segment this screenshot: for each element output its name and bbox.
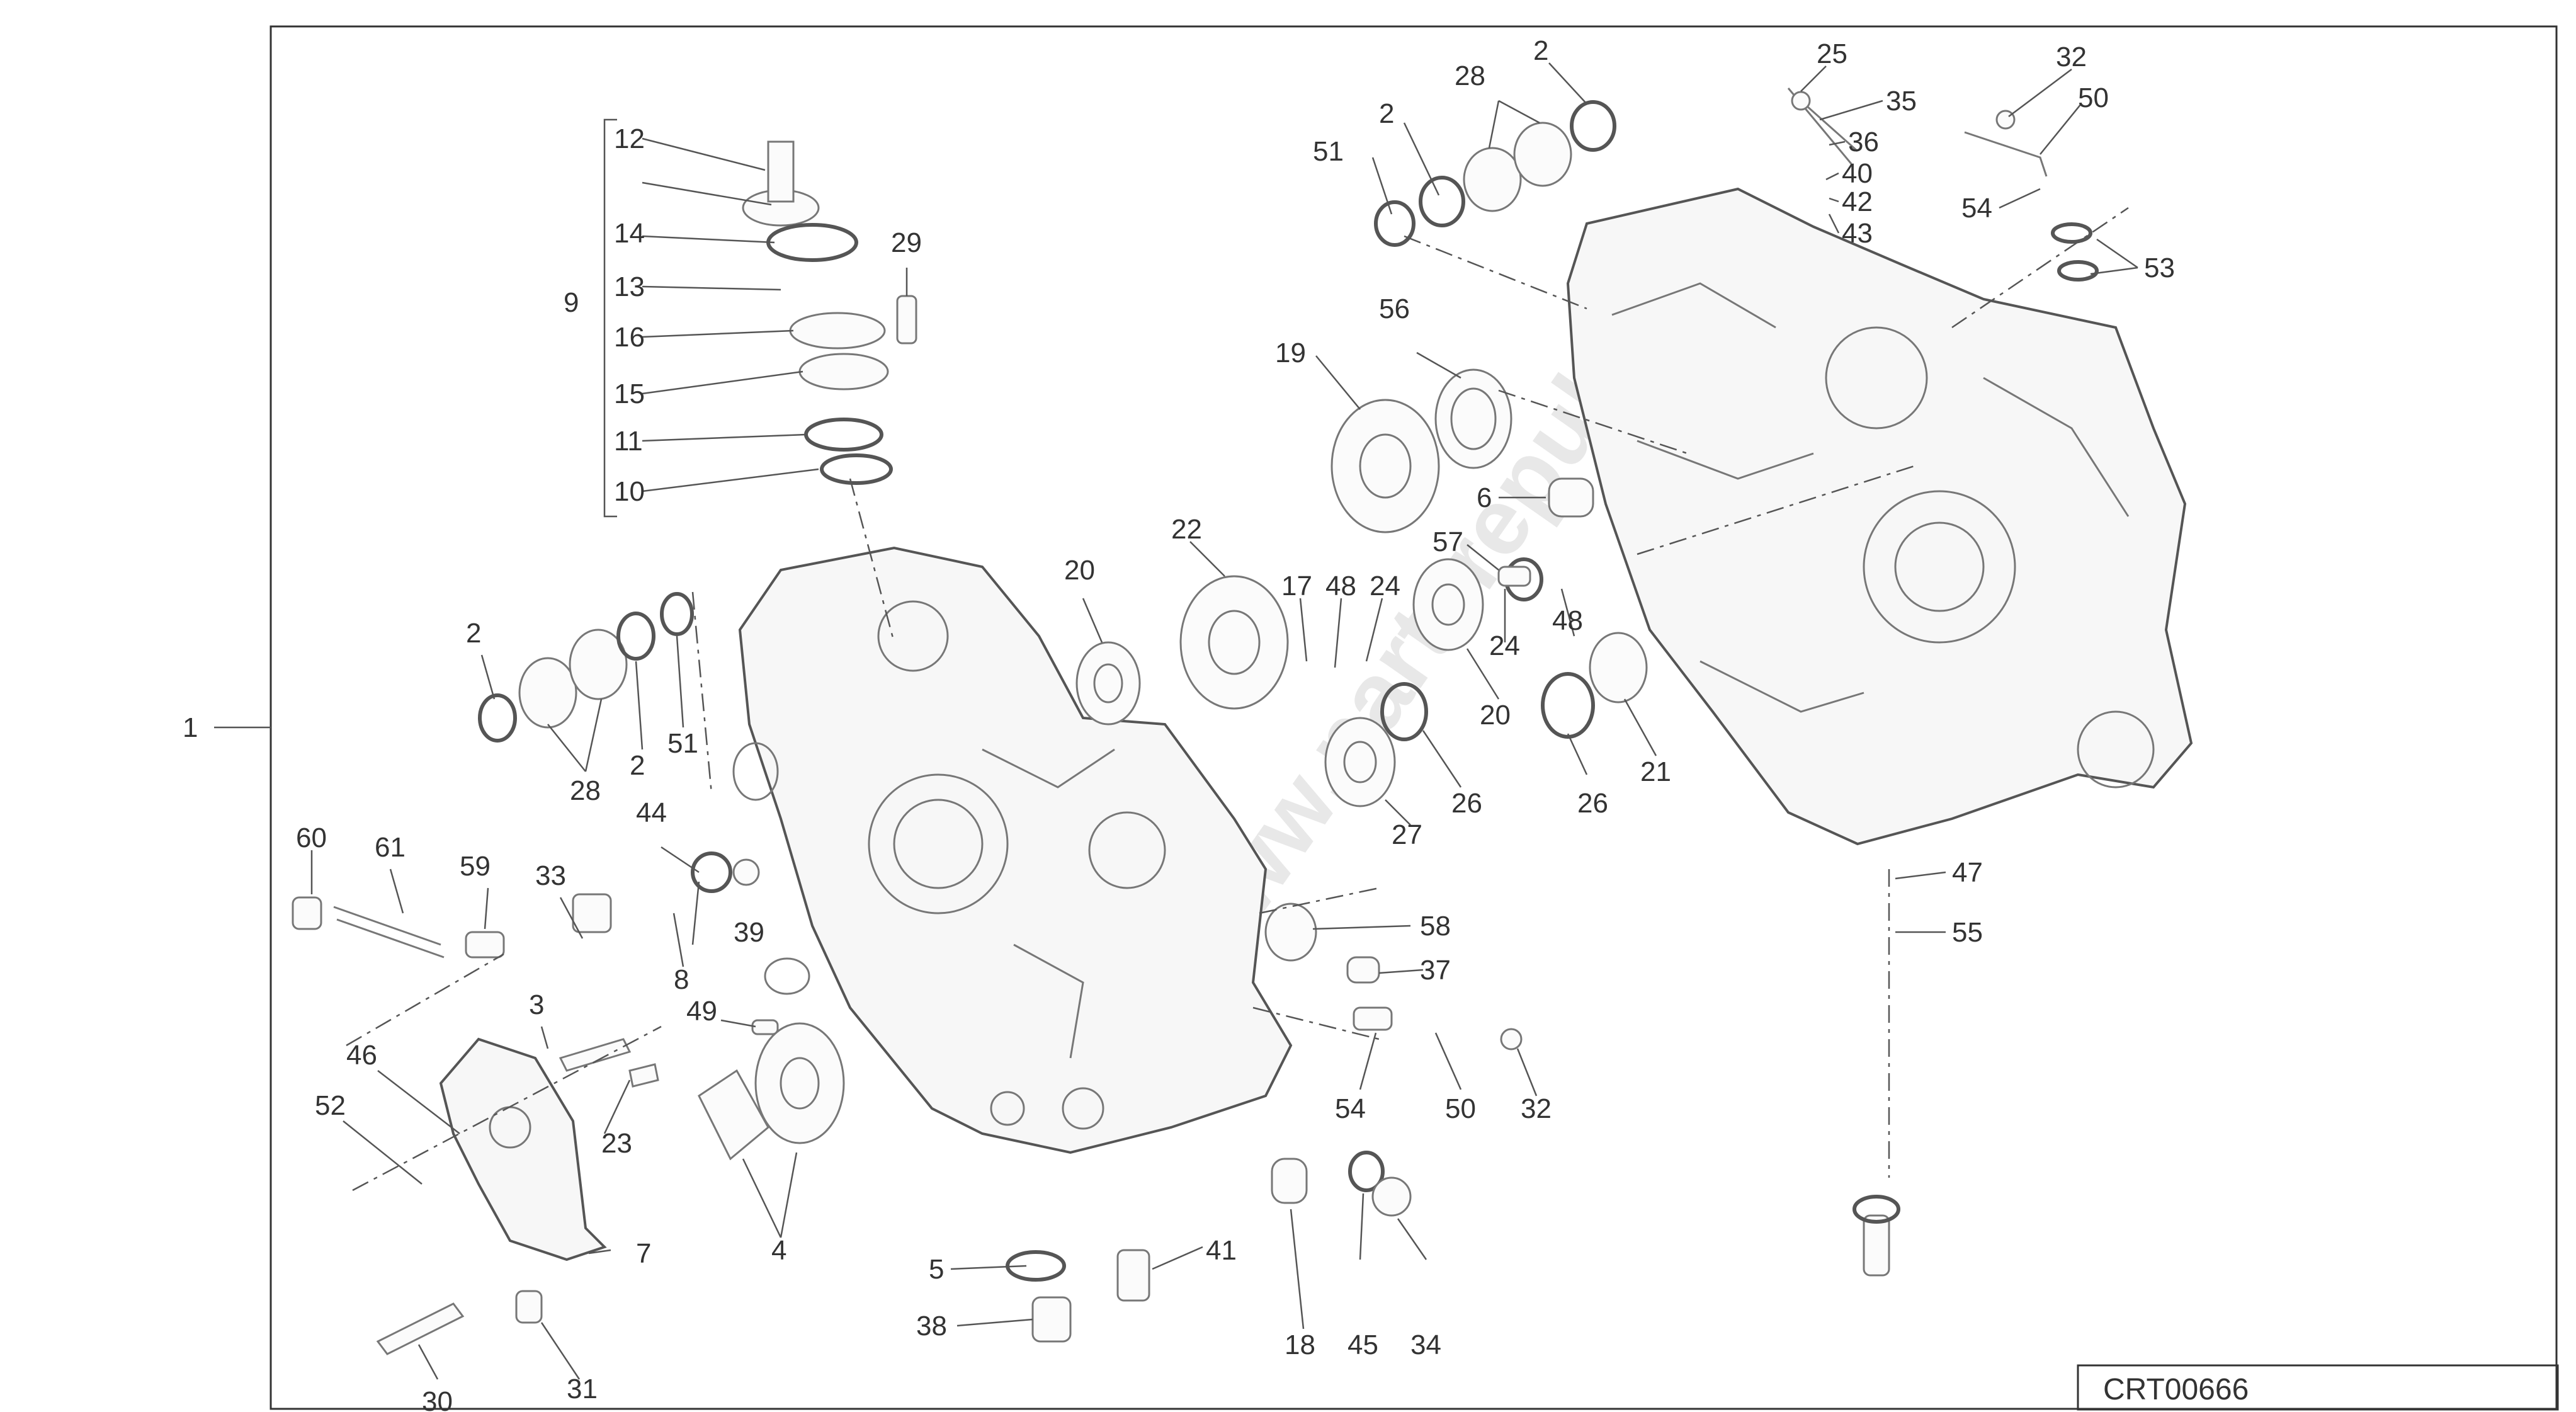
- callout-49: 49: [686, 996, 717, 1027]
- callout-2: 2: [466, 618, 481, 649]
- callout-4: 4: [771, 1235, 786, 1266]
- right-main-bearings: [1374, 100, 1616, 247]
- group-9-bracket: [603, 118, 617, 518]
- callout-60: 60: [296, 823, 327, 853]
- callout-30: 30: [422, 1386, 453, 1412]
- callout-24: 24: [1370, 571, 1400, 601]
- callout-6: 6: [1477, 482, 1492, 513]
- callout-2: 2: [1379, 98, 1394, 129]
- callout-26: 26: [1451, 788, 1482, 819]
- callout-57: 57: [1433, 527, 1463, 557]
- callout-55: 55: [1952, 917, 1983, 948]
- callout-20: 20: [1480, 700, 1511, 731]
- callout-42: 42: [1842, 186, 1873, 217]
- callout-32: 32: [2056, 42, 2087, 72]
- callout-11: 11: [614, 426, 643, 457]
- callout-18: 18: [1285, 1329, 1315, 1360]
- callout-61: 61: [375, 832, 406, 863]
- right-crankcase-half: [1566, 187, 2193, 846]
- left-main-bearings: [478, 592, 694, 743]
- breather-assembly: [742, 140, 893, 485]
- callout-23: 23: [601, 1128, 632, 1159]
- callout-54: 54: [1961, 193, 1992, 224]
- callout-29: 29: [891, 227, 922, 258]
- gearbox-bearings: [1075, 368, 1648, 807]
- callout-51: 51: [1313, 136, 1344, 167]
- callout-31: 31: [567, 1374, 598, 1404]
- oil-pump-cover: [439, 1037, 607, 1261]
- callout-54: 54: [1335, 1093, 1366, 1124]
- callout-59: 59: [460, 851, 491, 882]
- callout-1: 1: [183, 712, 198, 743]
- callout-50: 50: [1445, 1093, 1476, 1124]
- callout-10: 10: [614, 476, 645, 507]
- callout-43: 43: [1842, 218, 1873, 249]
- callout-53: 53: [2144, 253, 2175, 283]
- callout-40: 40: [1842, 158, 1873, 189]
- callout-19: 19: [1275, 338, 1306, 368]
- callout-2: 2: [630, 750, 645, 781]
- callout-51: 51: [667, 728, 698, 759]
- small-parts: [572, 477, 1900, 1343]
- callout-22: 22: [1171, 514, 1202, 545]
- callout-48: 48: [1325, 571, 1356, 601]
- callout-48: 48: [1552, 605, 1583, 636]
- callout-45: 45: [1348, 1329, 1378, 1360]
- callout-39: 39: [734, 917, 764, 948]
- callout-41: 41: [1206, 1235, 1237, 1266]
- callout-14: 14: [614, 218, 645, 249]
- callout-28: 28: [1455, 60, 1485, 91]
- callout-52: 52: [315, 1090, 346, 1121]
- drawing-code: CRT00666: [2103, 1373, 2249, 1406]
- callout-34: 34: [1410, 1329, 1441, 1360]
- callout-17: 17: [1281, 571, 1312, 601]
- assembly-centre-lines: [346, 207, 2129, 1192]
- callout-8: 8: [674, 964, 689, 995]
- callout-36: 36: [1848, 127, 1879, 157]
- callout-3: 3: [529, 989, 544, 1020]
- callout-28: 28: [570, 775, 601, 806]
- drawing-frame: [270, 25, 2559, 1411]
- callout-leaders: [310, 62, 2138, 1380]
- callout-27: 27: [1392, 819, 1422, 850]
- callout-labels: 1 9 12 14 13 16 15 11 10 29 2 28 2 51 60…: [183, 35, 2175, 1412]
- callout-35: 35: [1886, 86, 1917, 117]
- callout-2: 2: [1533, 35, 1548, 66]
- callout-56: 56: [1379, 293, 1410, 324]
- callout-12: 12: [614, 123, 645, 154]
- callout-58: 58: [1420, 911, 1451, 942]
- callout-44: 44: [636, 797, 667, 828]
- callout-21: 21: [1640, 756, 1671, 787]
- oil-pump-rotor: [754, 1022, 845, 1144]
- callout-33: 33: [535, 860, 566, 891]
- callout-50: 50: [2078, 83, 2109, 113]
- callout-13: 13: [614, 271, 645, 302]
- callout-20: 20: [1064, 555, 1095, 586]
- callout-32: 32: [1521, 1093, 1552, 1124]
- callout-9: 9: [564, 287, 579, 318]
- callout-47: 47: [1952, 857, 1983, 888]
- callout-5: 5: [929, 1254, 944, 1285]
- callout-26: 26: [1577, 788, 1608, 819]
- fasteners: [292, 88, 2099, 1355]
- callout-7: 7: [636, 1238, 651, 1269]
- callout-24: 24: [1489, 630, 1520, 661]
- left-crankcase-half: [732, 546, 1293, 1154]
- callout-15: 15: [614, 379, 645, 409]
- callout-38: 38: [916, 1311, 947, 1341]
- callout-16: 16: [614, 322, 645, 353]
- callout-25: 25: [1817, 38, 1847, 69]
- callout-46: 46: [346, 1040, 377, 1071]
- callout-37: 37: [1420, 955, 1451, 986]
